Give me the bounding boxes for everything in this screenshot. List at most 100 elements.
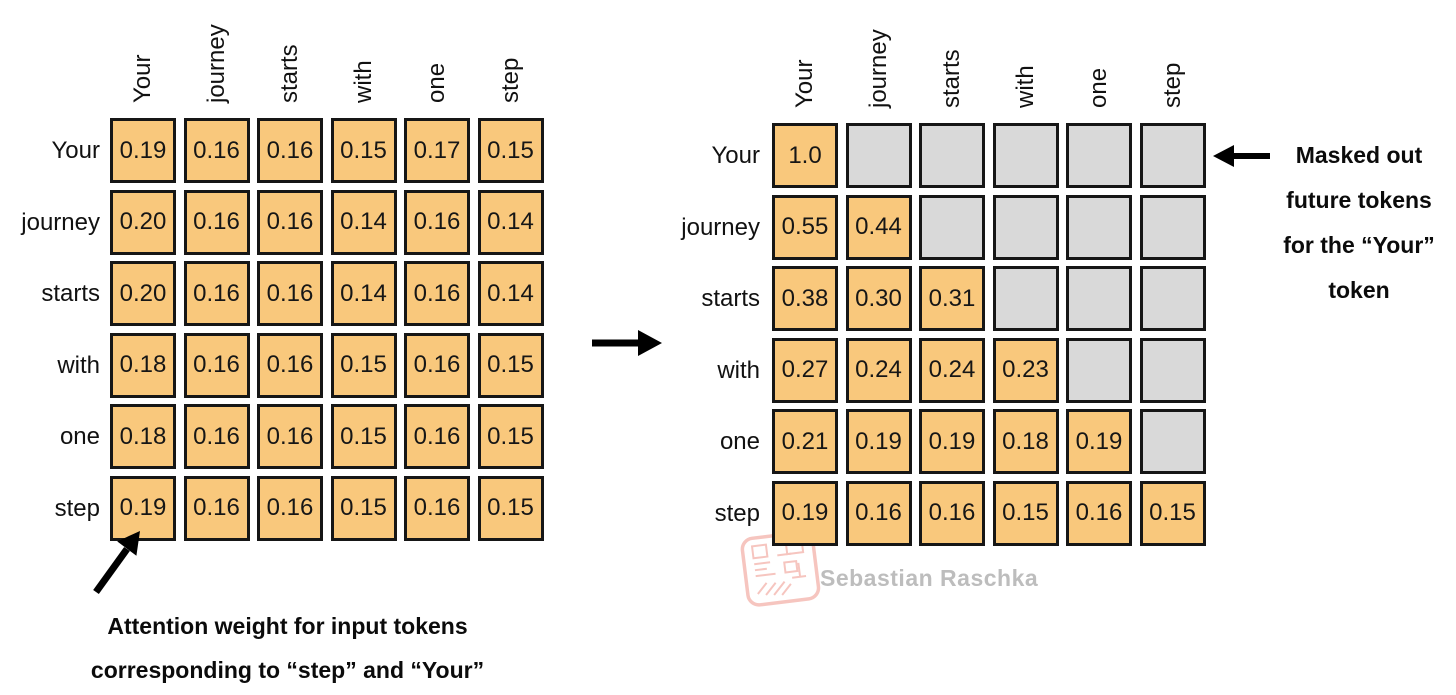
masked-cell bbox=[1066, 123, 1132, 188]
row-label-starts: starts bbox=[41, 280, 100, 307]
matrix-cell: 0.15 bbox=[477, 118, 544, 183]
col-label-with: with bbox=[349, 60, 377, 103]
masked-cell bbox=[1066, 337, 1132, 403]
col-label-starts: starts bbox=[276, 44, 303, 103]
matrix-cell: 0.16 bbox=[1066, 480, 1132, 546]
masked-cell bbox=[1139, 123, 1206, 188]
row-label-with: with bbox=[717, 356, 760, 384]
matrix-cell: 0.15 bbox=[1139, 480, 1206, 546]
matrix-cell: 0.19 bbox=[110, 118, 176, 183]
row-label-your: Your bbox=[711, 142, 761, 169]
right-annotation-line1: Masked out bbox=[1295, 142, 1423, 168]
col-label-your: Your bbox=[791, 59, 818, 109]
matrix-cell: 0.19 bbox=[845, 409, 912, 474]
matrix-cell: 0.16 bbox=[404, 189, 470, 255]
masked-cell bbox=[845, 123, 912, 188]
masked-cell bbox=[1139, 194, 1206, 260]
matrix-cell: 0.15 bbox=[330, 404, 397, 469]
col-label-your: Your bbox=[129, 54, 156, 104]
matrix-cell: 0.15 bbox=[992, 480, 1059, 546]
matrix-cell: 0.16 bbox=[183, 118, 250, 183]
matrix-cell: 0.18 bbox=[992, 409, 1059, 474]
row-label-with: with bbox=[57, 351, 100, 379]
row-label-journey: journey bbox=[681, 213, 760, 241]
col-label-journey: journey bbox=[202, 24, 230, 103]
masked-cell bbox=[919, 123, 985, 188]
masked-cell bbox=[1139, 337, 1206, 403]
right-annotation-line4: token bbox=[1328, 277, 1390, 303]
matrix-cell: 0.16 bbox=[257, 261, 323, 326]
row-label-one: one bbox=[719, 428, 760, 455]
masked-cell bbox=[992, 123, 1059, 188]
matrix-cell: 0.18 bbox=[110, 404, 176, 469]
masked-cell bbox=[1066, 194, 1132, 260]
matrix-cell: 0.38 bbox=[772, 266, 838, 331]
right-annotation-line3: for the “Your” bbox=[1283, 232, 1435, 258]
matrix-cell: 0.24 bbox=[845, 337, 912, 403]
matrix-cell: 0.16 bbox=[404, 404, 470, 469]
row-label-step: step bbox=[54, 494, 100, 522]
masked-cell bbox=[1139, 409, 1206, 474]
col-label-journey: journey bbox=[864, 29, 892, 108]
matrix-cell: 0.19 bbox=[110, 475, 176, 541]
right-annotation: Masked out future tokens for the “Your” … bbox=[1262, 133, 1456, 313]
matrix-cell: 0.16 bbox=[257, 404, 323, 469]
masked-cell bbox=[1139, 266, 1206, 331]
matrix-cell: 0.16 bbox=[919, 480, 985, 546]
matrix-cell: 0.14 bbox=[477, 189, 544, 255]
matrix-cell: 0.16 bbox=[183, 332, 250, 398]
matrix-cell: 0.16 bbox=[183, 261, 250, 326]
matrix-cell: 0.14 bbox=[330, 261, 397, 326]
masked-cell bbox=[1066, 266, 1132, 331]
matrix-cell: 0.14 bbox=[330, 189, 397, 255]
row-label-step: step bbox=[714, 499, 760, 527]
row-label-journey: journey bbox=[21, 208, 100, 236]
col-label-starts: starts bbox=[938, 49, 965, 108]
col-label-one: one bbox=[1085, 67, 1112, 108]
matrix-cell: 0.44 bbox=[845, 194, 912, 260]
matrix-cell: 0.19 bbox=[1066, 409, 1132, 474]
watermark-text: Sebastian Raschka bbox=[820, 565, 1039, 591]
left-annotation: Attention weight for input tokens corres… bbox=[35, 604, 540, 692]
matrix-cell: 0.16 bbox=[404, 475, 470, 541]
masked-cell bbox=[992, 266, 1059, 331]
matrix-cell: 0.16 bbox=[257, 475, 323, 541]
matrix-cell: 0.30 bbox=[845, 266, 912, 331]
col-label-with: with bbox=[1011, 65, 1039, 108]
matrix-cell: 0.16 bbox=[183, 189, 250, 255]
matrix-cell: 0.16 bbox=[257, 189, 323, 255]
matrix-cell: 0.27 bbox=[772, 337, 838, 403]
matrix-cell: 0.24 bbox=[919, 337, 985, 403]
row-label-one: one bbox=[59, 423, 100, 450]
matrix-cell: 0.55 bbox=[772, 194, 838, 260]
matrix-cell: 0.16 bbox=[404, 332, 470, 398]
matrix-cell: 0.16 bbox=[183, 404, 250, 469]
matrix-cell: 0.14 bbox=[477, 261, 544, 326]
masked-cell bbox=[919, 194, 985, 260]
matrix-cell: 0.16 bbox=[845, 480, 912, 546]
masked-cell bbox=[992, 194, 1059, 260]
row-label-your: Your bbox=[51, 137, 101, 164]
col-label-one: one bbox=[423, 62, 450, 103]
matrix-cell: 0.16 bbox=[404, 261, 470, 326]
row-label-starts: starts bbox=[701, 285, 760, 312]
matrix-cell: 0.23 bbox=[992, 337, 1059, 403]
matrix-cell: 0.15 bbox=[477, 404, 544, 469]
left-annotation-line1: Attention weight for input tokens bbox=[107, 613, 468, 639]
matrix-cell: 0.18 bbox=[110, 332, 176, 398]
matrix-cell: 0.19 bbox=[772, 480, 838, 546]
matrix-cell: 0.20 bbox=[110, 261, 176, 326]
matrix-cell: 0.16 bbox=[257, 332, 323, 398]
matrix-cell: 0.19 bbox=[919, 409, 985, 474]
matrix-cell: 0.31 bbox=[919, 266, 985, 331]
matrix-cell: 1.0 bbox=[772, 123, 838, 188]
matrix-cell: 0.16 bbox=[183, 475, 250, 541]
matrix-cell: 0.21 bbox=[772, 409, 838, 474]
matrix-cell: 0.20 bbox=[110, 189, 176, 255]
matrix-cell: 0.16 bbox=[257, 118, 323, 183]
matrix-cell: 0.15 bbox=[330, 332, 397, 398]
left-annotation-line2: corresponding to “step” and “Your” bbox=[90, 657, 485, 683]
matrix-cell: 0.15 bbox=[477, 332, 544, 398]
right-annotation-line2: future tokens bbox=[1286, 187, 1432, 213]
